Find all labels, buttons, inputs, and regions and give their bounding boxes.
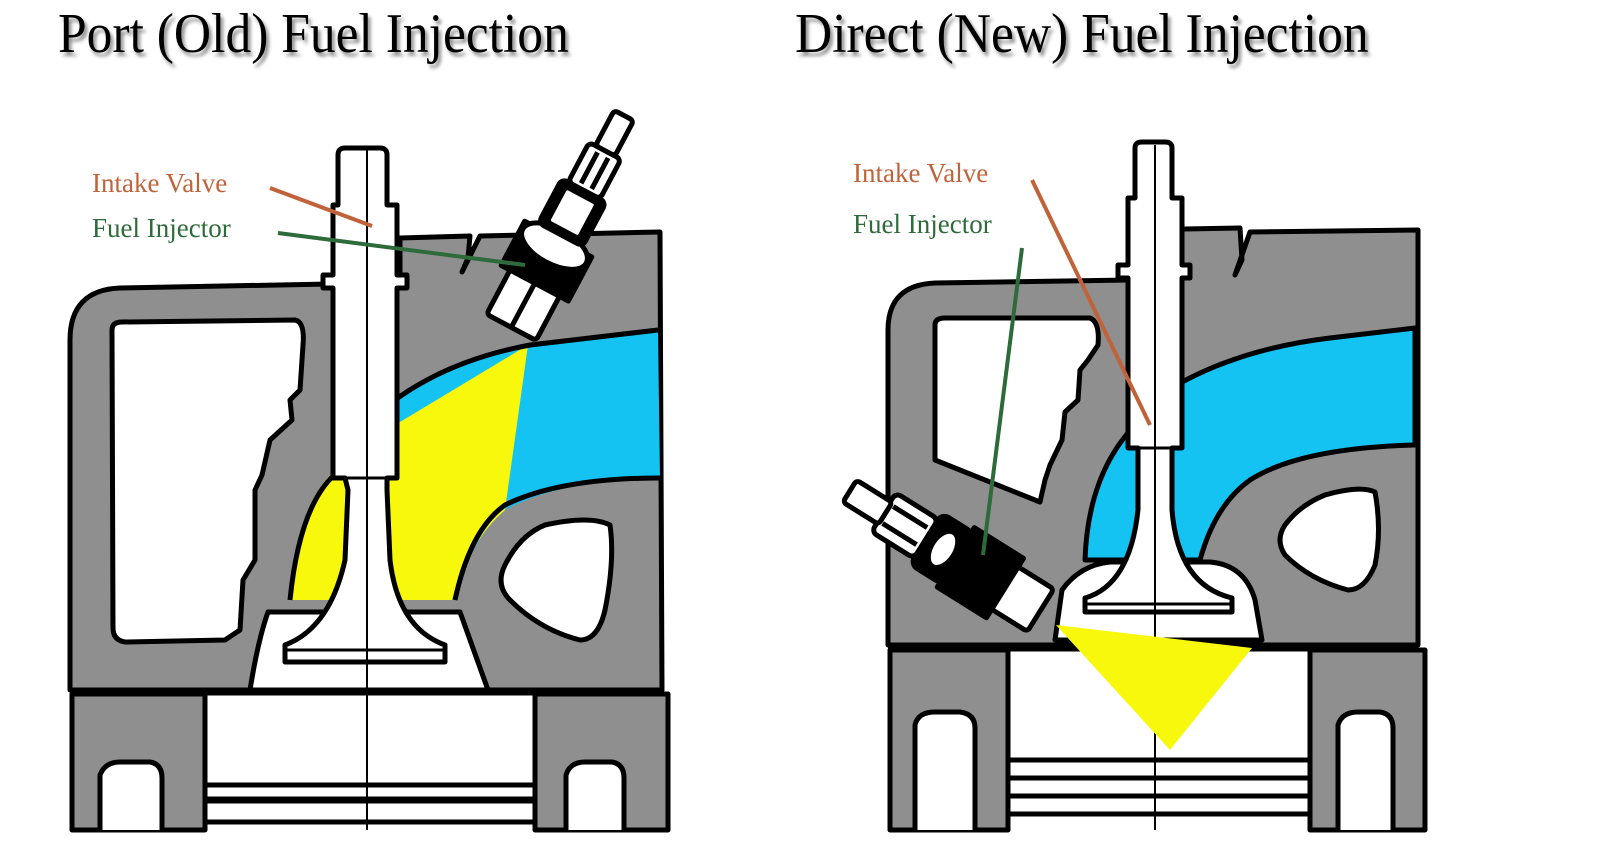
direct-injection-title: Direct (New) Fuel Injection [795, 3, 1369, 65]
fuel-injector-left [485, 109, 635, 342]
intake-valve-label-left: Intake Valve [92, 168, 227, 198]
port-injection-title: Port (Old) Fuel Injection [58, 3, 569, 65]
water-jacket-left [109, 317, 306, 645]
water-jacket-left-right [932, 315, 1101, 505]
fuel-injector-label-right: Fuel Injector [853, 209, 992, 239]
water-jacket-right [498, 517, 615, 643]
fuel-injector-right [841, 479, 1055, 633]
fuel-injector-leader-right [981, 247, 1024, 556]
intake-valve-right [1082, 139, 1235, 615]
fuel-spray-right [1056, 625, 1252, 750]
intake-valve-leader-left [269, 186, 373, 228]
fuel-injector-label-left: Fuel Injector [92, 213, 231, 243]
intake-valve-label-right: Intake Valve [853, 158, 988, 188]
port-injection-diagram [67, 109, 671, 833]
intake-valve-leader-right [1030, 179, 1152, 426]
intake-valve-left [282, 145, 448, 665]
water-jacket-right-right [1277, 486, 1381, 593]
fuel-injector-leader-left [277, 231, 526, 267]
direct-injection-diagram [841, 139, 1428, 833]
